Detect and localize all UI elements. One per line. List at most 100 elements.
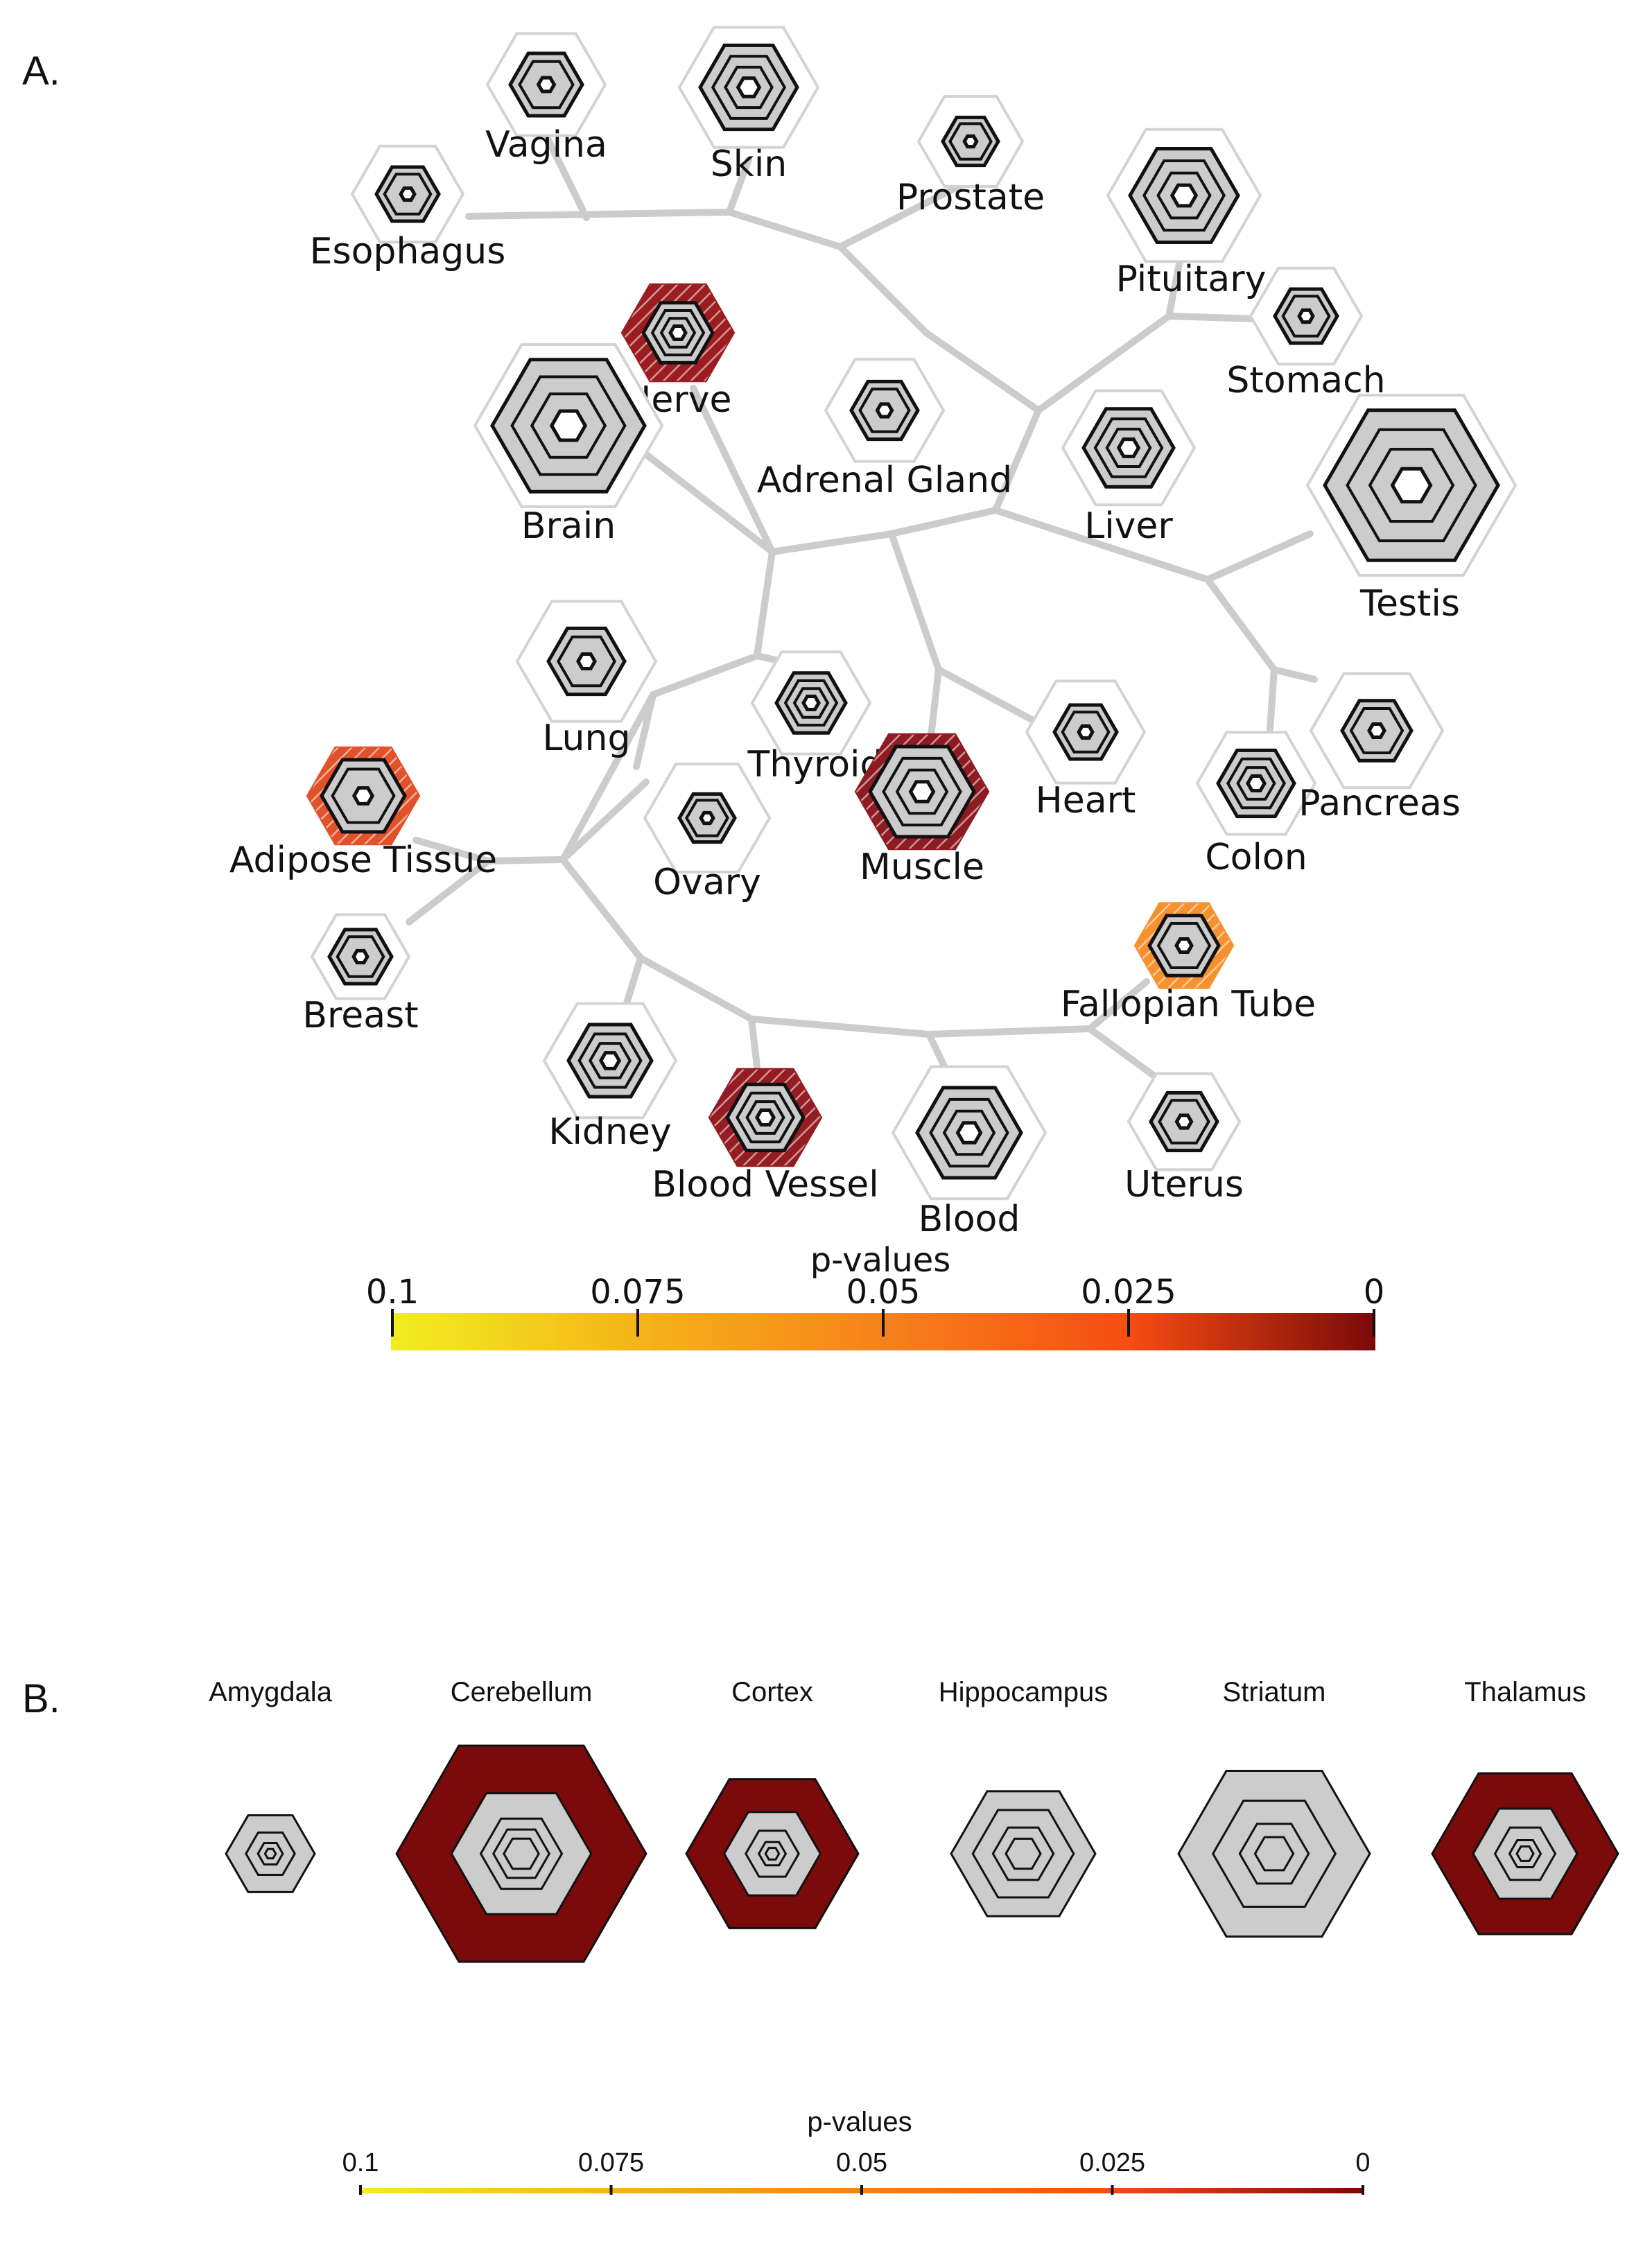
tissue-node-ovary[interactable]: Ovary	[643, 763, 772, 903]
tissue-label-blood: Blood	[919, 1199, 1020, 1240]
core-hex	[875, 402, 894, 419]
inner-fill-hex	[722, 1811, 822, 1897]
tissue-label-brain: Brain	[521, 505, 616, 547]
tissue-node-skin[interactable]: Skin	[677, 26, 820, 185]
tissue-node-adrenal[interactable]: Adrenal Gland	[757, 358, 1012, 501]
tissue-label-ovary: Ovary	[653, 862, 761, 903]
tissue-label-thyroid: Thyroid	[747, 744, 883, 785]
inner-hex	[1493, 1826, 1557, 1881]
tree-edge	[888, 530, 942, 673]
panel-a-label: A.	[22, 49, 60, 94]
inner-hex	[1061, 711, 1111, 754]
tissue-label-fallopian: Fallopian Tube	[1061, 984, 1316, 1025]
region-node-striatum[interactable]: Striatum	[1177, 1677, 1371, 1938]
colorbar-tick-label: 0.05	[836, 2148, 887, 2177]
tissue-node-colon[interactable]: Colon	[1195, 731, 1317, 878]
tissue-node-adipose[interactable]: Adipose Tissue	[229, 746, 497, 881]
tissue-label-bloodvessel: Blood Vessel	[652, 1164, 878, 1206]
inner-hex	[383, 173, 433, 216]
tissue-node-bloodvessel[interactable]: Blood Vessel	[652, 1068, 879, 1206]
tissue-node-pituitary[interactable]: Pituitary	[1106, 128, 1266, 300]
tissue-node-uterus[interactable]: Uterus	[1124, 1072, 1244, 1206]
tissue-node-testis[interactable]: Testis	[1305, 394, 1518, 625]
inner-fill-hex	[1472, 1807, 1579, 1900]
colorbar-tick-label: 0.025	[1081, 1273, 1176, 1312]
core-hex	[536, 76, 557, 94]
core-hex	[801, 695, 821, 711]
core-hex	[668, 324, 688, 341]
inner-hex	[1346, 428, 1477, 543]
inner-hex	[1349, 707, 1405, 754]
tree-edge	[1267, 666, 1278, 733]
region-node-thalamus[interactable]: Thalamus	[1431, 1677, 1619, 1936]
panel-b-label: B.	[22, 1676, 60, 1721]
region-node-amygdala[interactable]: Amygdala	[209, 1677, 333, 1893]
tissue-node-breast[interactable]: Breast	[302, 913, 419, 1036]
colorbar-tick-label: 0.05	[846, 1273, 921, 1312]
inner-hex	[479, 1817, 564, 1890]
tissue-label-adrenal: Adrenal Gland	[757, 460, 1012, 501]
tissue-node-fallopian[interactable]: Fallopian Tube	[1061, 902, 1316, 1025]
core-hex	[1367, 722, 1386, 739]
core-hex	[908, 780, 936, 803]
inner-hex	[245, 1832, 296, 1876]
tree-edge	[1035, 313, 1172, 414]
tissue-node-nerve[interactable]: Nerve	[620, 283, 736, 421]
inner-hex	[1156, 171, 1212, 220]
tissue-node-brain[interactable]: Brain	[473, 343, 664, 547]
inner-hex	[1105, 428, 1152, 468]
inner-hex	[518, 60, 575, 110]
tree-edge	[837, 243, 930, 336]
core-hex	[1116, 437, 1141, 458]
region-node-hippocampus[interactable]: Hippocampus	[939, 1677, 1108, 1917]
colorbar-tick-label: 0.1	[366, 1273, 419, 1312]
tissue-node-liver[interactable]: Liver	[1061, 389, 1197, 547]
inner-hex	[991, 1826, 1055, 1881]
tissue-node-thyroid[interactable]: Thyroid	[747, 650, 883, 785]
tissue-node-kidney[interactable]: Kidney	[542, 1002, 678, 1153]
inner-hex	[492, 1828, 551, 1879]
region-node-cerebellum[interactable]: Cerebellum	[395, 1677, 647, 1963]
core-hex	[576, 652, 597, 670]
inner-hex	[588, 1042, 632, 1079]
tissue-node-esophagus[interactable]: Esophagus	[310, 144, 506, 272]
inner-hex	[895, 768, 949, 815]
tissue-label-vagina: Vagina	[485, 124, 607, 166]
colorbar-tick-label: 0.025	[1079, 2148, 1145, 2177]
inner-hex	[577, 1032, 643, 1089]
inner-hex	[659, 317, 697, 349]
inner-hex	[510, 375, 627, 476]
tissue-label-uterus: Uterus	[1124, 1164, 1244, 1206]
tree-edge	[726, 156, 752, 216]
inner-hex	[792, 687, 830, 719]
inner-hex	[783, 679, 839, 727]
tissue-node-heart[interactable]: Heart	[1025, 679, 1147, 821]
tissue-node-pancreas[interactable]: Pancreas	[1298, 672, 1461, 824]
inner-hex	[764, 1847, 781, 1861]
inner-hex	[685, 799, 729, 837]
tissue-node-blood[interactable]: Blood	[891, 1065, 1047, 1240]
inner-hex	[711, 55, 787, 120]
tree-edge	[925, 1031, 949, 1072]
tree-edge	[923, 329, 1042, 414]
tissue-label-liver: Liver	[1084, 505, 1173, 547]
tree-edge	[1086, 978, 1150, 1032]
tissue-node-prostate[interactable]: Prostate	[896, 95, 1045, 218]
colorbar-b-title: p-values	[807, 2107, 912, 2137]
tree-edge	[925, 1025, 1093, 1038]
region-label-cerebellum: Cerebellum	[451, 1677, 593, 1707]
colorbar-tick-label: 0	[1364, 1273, 1385, 1312]
tissue-label-esophagus: Esophagus	[310, 231, 506, 272]
tree-edge	[559, 856, 644, 962]
outer-hex	[950, 1790, 1097, 1917]
tissue-node-lung[interactable]: Lung	[515, 600, 658, 759]
tissue-node-vagina[interactable]: Vagina	[485, 32, 607, 166]
inner-hex	[503, 1837, 540, 1870]
region-node-cortex[interactable]: Cortex	[685, 1677, 860, 1929]
tree-edge	[748, 1016, 932, 1038]
tissue-node-muscle[interactable]: Muscle	[854, 733, 990, 888]
